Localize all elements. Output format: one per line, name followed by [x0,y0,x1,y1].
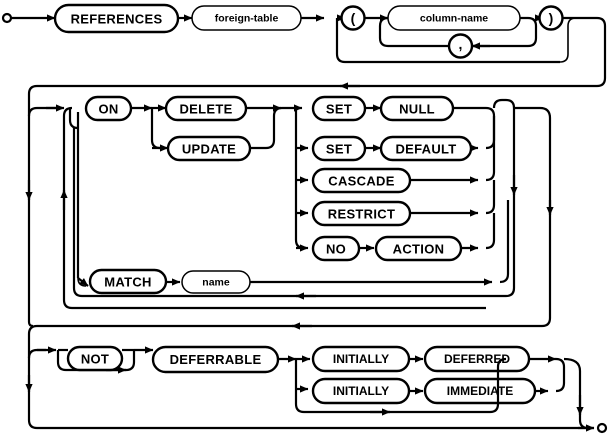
label-comma: , [459,36,463,52]
rail-to-end [578,419,594,430]
label-deferred: DEFERRED [444,352,510,366]
rail-group-split [68,108,79,130]
label-delete: DELETE [179,102,232,117]
label-name: name [202,277,230,289]
label-set-null-set: SET [326,102,352,117]
label-default: DEFAULT [395,142,456,157]
label-set-default-set: SET [326,142,352,157]
label-rparen: ) [549,10,554,26]
rail-name-merge-curve [499,200,510,284]
label-foreign-table: foreign-table [215,13,279,25]
label-null: NULL [399,102,435,117]
rail-row2-left-descend [27,84,340,106]
rail-row2-left-join [27,321,34,328]
rail-action-split-vertical [294,108,306,250]
rail-default-merge-curve [485,106,496,150]
rail-comma-loop-right [472,16,538,48]
rail-split-to-update [150,108,163,150]
rail-row3-right-exit [563,357,582,420]
label-initially-immediate-initially: INITIALLY [333,384,389,398]
rail-to-match-arrow [77,277,89,287]
node-not [66,345,124,372]
rail-not-bypass [56,350,126,372]
rail-row3-left-descend [27,324,292,348]
label-cascade: CASCADE [328,174,394,189]
label-restrict: RESTRICT [328,207,395,222]
rail-update-merge [250,106,283,150]
rail-immediate-merge-curve [555,357,566,393]
label-no: NO [326,242,346,257]
end-marker-circle [596,422,608,434]
label-update: UPDATE [182,142,236,157]
rail-row2-entry [27,106,62,117]
rail-on-group-bottom [296,200,516,298]
rail-cascade-merge-curve [485,116,496,182]
rail-not-bypass-join [125,350,136,372]
label-references: REFERENCES [71,12,163,27]
rail-initially-bypass-join [489,357,507,414]
rail-bypass-join [559,53,569,63]
label-immediate: IMMEDIATE [447,384,513,398]
label-on: ON [98,102,118,117]
rail-bypass-join2 [567,17,577,54]
label-initially-deferred-initially: INITIALLY [333,352,389,366]
rail-comma-loop-left [378,16,449,48]
rail-row1-to-row2 [340,16,607,88]
node-comma [447,33,474,59]
rail-restrict-merge-curve [485,180,496,215]
rail-row3-outer-bypass [27,348,470,430]
rail-initially-bypass [294,359,490,414]
label-action: ACTION [393,242,445,257]
rail-match-group-top [62,106,73,117]
rail-action-group-exit [492,98,516,200]
rail-match-group-bottom [62,116,486,310]
label-match: MATCH [104,275,151,290]
rail-action-merge-curve [485,213,496,250]
label-deferrable: DEFERRABLE [170,352,262,367]
start-marker-circle [1,12,13,24]
rail-paren-group-bypass [335,18,560,64]
rail-row3-entry [27,348,46,359]
rail-on-group-loopback [72,128,296,298]
label-not: NOT [81,352,109,367]
label-column-name: column-name [420,13,488,25]
rail-row2-to-row3 [292,106,552,328]
label-lparen: ( [351,10,356,26]
